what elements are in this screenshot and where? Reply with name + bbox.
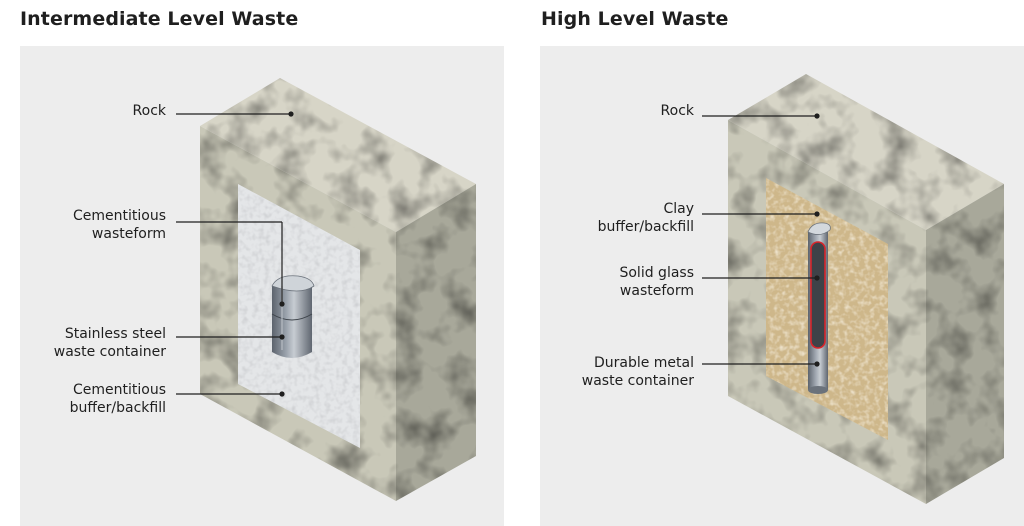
ilw-backfill-label: Cementitious buffer/backfill bbox=[69, 382, 166, 416]
ilw-repository-illustration bbox=[176, 78, 476, 501]
ilw-diagram: Rock Cementitious wasteform Stainless st… bbox=[20, 46, 504, 526]
hlw-container-label: Durable metal waste container bbox=[581, 355, 694, 389]
stainless-steel-container bbox=[271, 275, 315, 358]
hlw-rock-label: Rock bbox=[660, 103, 694, 119]
ilw-rock-label: Rock bbox=[132, 103, 166, 119]
rock-top-texture bbox=[200, 78, 476, 232]
leader-lines bbox=[702, 113, 820, 367]
hlw-repository-illustration bbox=[702, 74, 1004, 504]
hlw-diagram: Rock Clay buffer/backfill Solid glass wa… bbox=[540, 46, 1024, 526]
rock-right-texture bbox=[396, 184, 476, 501]
hlw-backfill-label: Clay buffer/backfill bbox=[597, 201, 694, 235]
solid-glass-wasteform bbox=[810, 241, 826, 349]
rock-top-texture bbox=[728, 74, 1004, 230]
hlw-panel-title: High Level Waste bbox=[541, 8, 729, 30]
hlw-wasteform-label: Solid glass wasteform bbox=[619, 265, 694, 299]
rock-right-texture bbox=[926, 184, 1004, 504]
ilw-panel-title: Intermediate Level Waste bbox=[20, 8, 299, 30]
ilw-container-label: Stainless steel waste container bbox=[53, 326, 166, 360]
leader-lines bbox=[176, 111, 294, 397]
ilw-wasteform-label: Cementitious wasteform bbox=[72, 208, 166, 242]
